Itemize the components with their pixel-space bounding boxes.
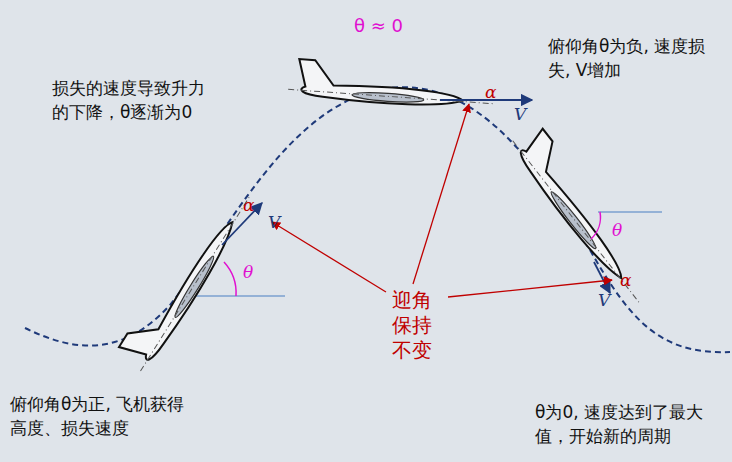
- pitch-angle: θ: [243, 262, 253, 282]
- annotation-text: 损失的速度导致升力的下降，θ逐渐为0: [52, 76, 217, 124]
- annotation-text: 俯仰角θ为负, 速度损失, V增加: [548, 34, 716, 82]
- pitch-angle: θ: [612, 220, 622, 240]
- velocity-label: V: [598, 290, 610, 310]
- airplane: [507, 122, 663, 307]
- angle-of-attack: α: [243, 195, 254, 215]
- annotation-text: θ为0, 速度达到了最大值，开始新的周期: [535, 400, 720, 448]
- airplane: [288, 58, 495, 110]
- velocity-label: V: [268, 212, 280, 232]
- flight-path: [25, 87, 730, 352]
- airplane: [114, 181, 255, 375]
- angle-of-attack: α: [485, 82, 496, 102]
- callout-text: 迎角保持不变: [392, 288, 432, 363]
- velocity-label: V: [514, 104, 526, 124]
- annotation-text: 俯仰角θ为正, 飞机获得高度、损失速度: [10, 392, 190, 440]
- angle-of-attack: α: [620, 270, 631, 290]
- pitch-label: θ ≈ 0: [354, 14, 434, 38]
